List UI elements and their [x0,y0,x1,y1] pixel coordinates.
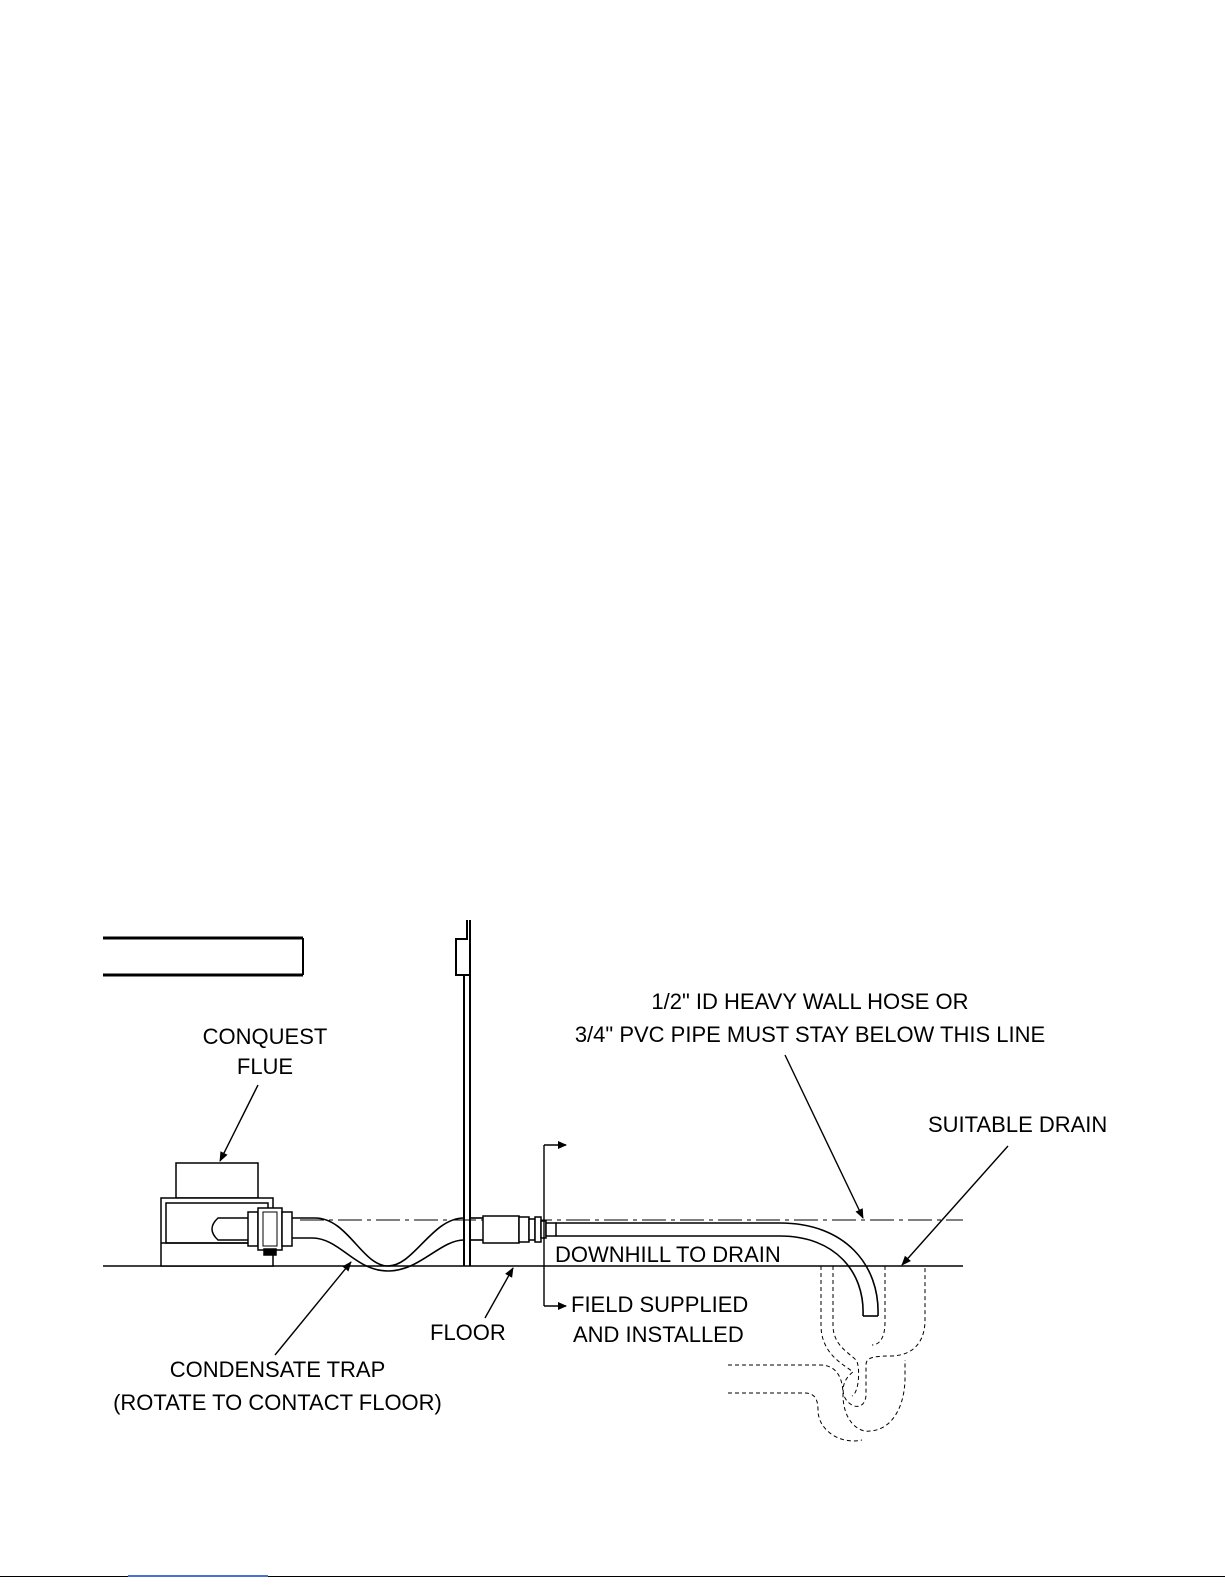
label-downhill-to-drain: DOWNHILL TO DRAIN [555,1240,781,1270]
hose-note-leader [785,1055,863,1218]
suitable-drain [728,1266,925,1441]
label-suitable-drain: SUITABLE DRAIN [928,1110,1107,1140]
flue-leader [220,1085,258,1161]
label-floor: FLOOR [430,1318,506,1348]
label-hose-note-1: 1/2" ID HEAVY WALL HOSE OR [545,987,1075,1017]
floor-leader [485,1268,513,1318]
label-condensate-trap-2: (ROTATE TO CONTACT FLOOR) [100,1388,455,1418]
trap-hose [292,1218,464,1271]
label-field-supplied-1: FIELD SUPPLIED [571,1290,748,1320]
hose-through-wall [470,1218,483,1240]
label-hose-note-2: 3/4" PVC PIPE MUST STAY BELOW THIS LINE [545,1020,1075,1050]
label-field-supplied-2: AND INSTALLED [573,1320,744,1350]
label-conquest-flue-1: CONQUEST [185,1022,345,1052]
condensate-trap-leader [275,1262,351,1355]
top-duct [103,938,303,975]
label-condensate-trap-1: CONDENSATE TRAP [100,1355,455,1385]
wall [456,920,470,1266]
footer-link-underline [128,1575,268,1577]
suitable-drain-leader [902,1146,1008,1265]
label-conquest-flue-2: FLUE [185,1052,345,1082]
